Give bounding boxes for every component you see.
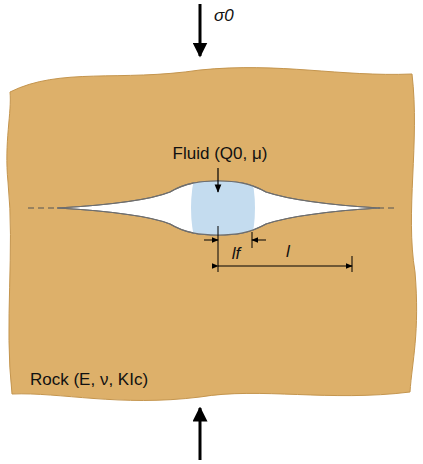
stress-label: σ0 [214, 6, 234, 26]
dimension-arrow [204, 240, 218, 241]
length-label: l [284, 242, 292, 262]
dimension-tick [218, 226, 219, 272]
length-label: lf [232, 244, 241, 264]
stress-arrow [199, 408, 202, 460]
rock-shape [7, 68, 417, 401]
dimension-tick [352, 256, 353, 272]
fluid-label: Fluid (Q0, μ) [173, 144, 268, 164]
material-label: Rock (E, ν, KIc) [30, 370, 148, 390]
stress-arrow [199, 4, 202, 56]
dimension-arrow [252, 240, 266, 241]
injection-arrow [217, 168, 218, 192]
dimension-line [218, 266, 352, 267]
